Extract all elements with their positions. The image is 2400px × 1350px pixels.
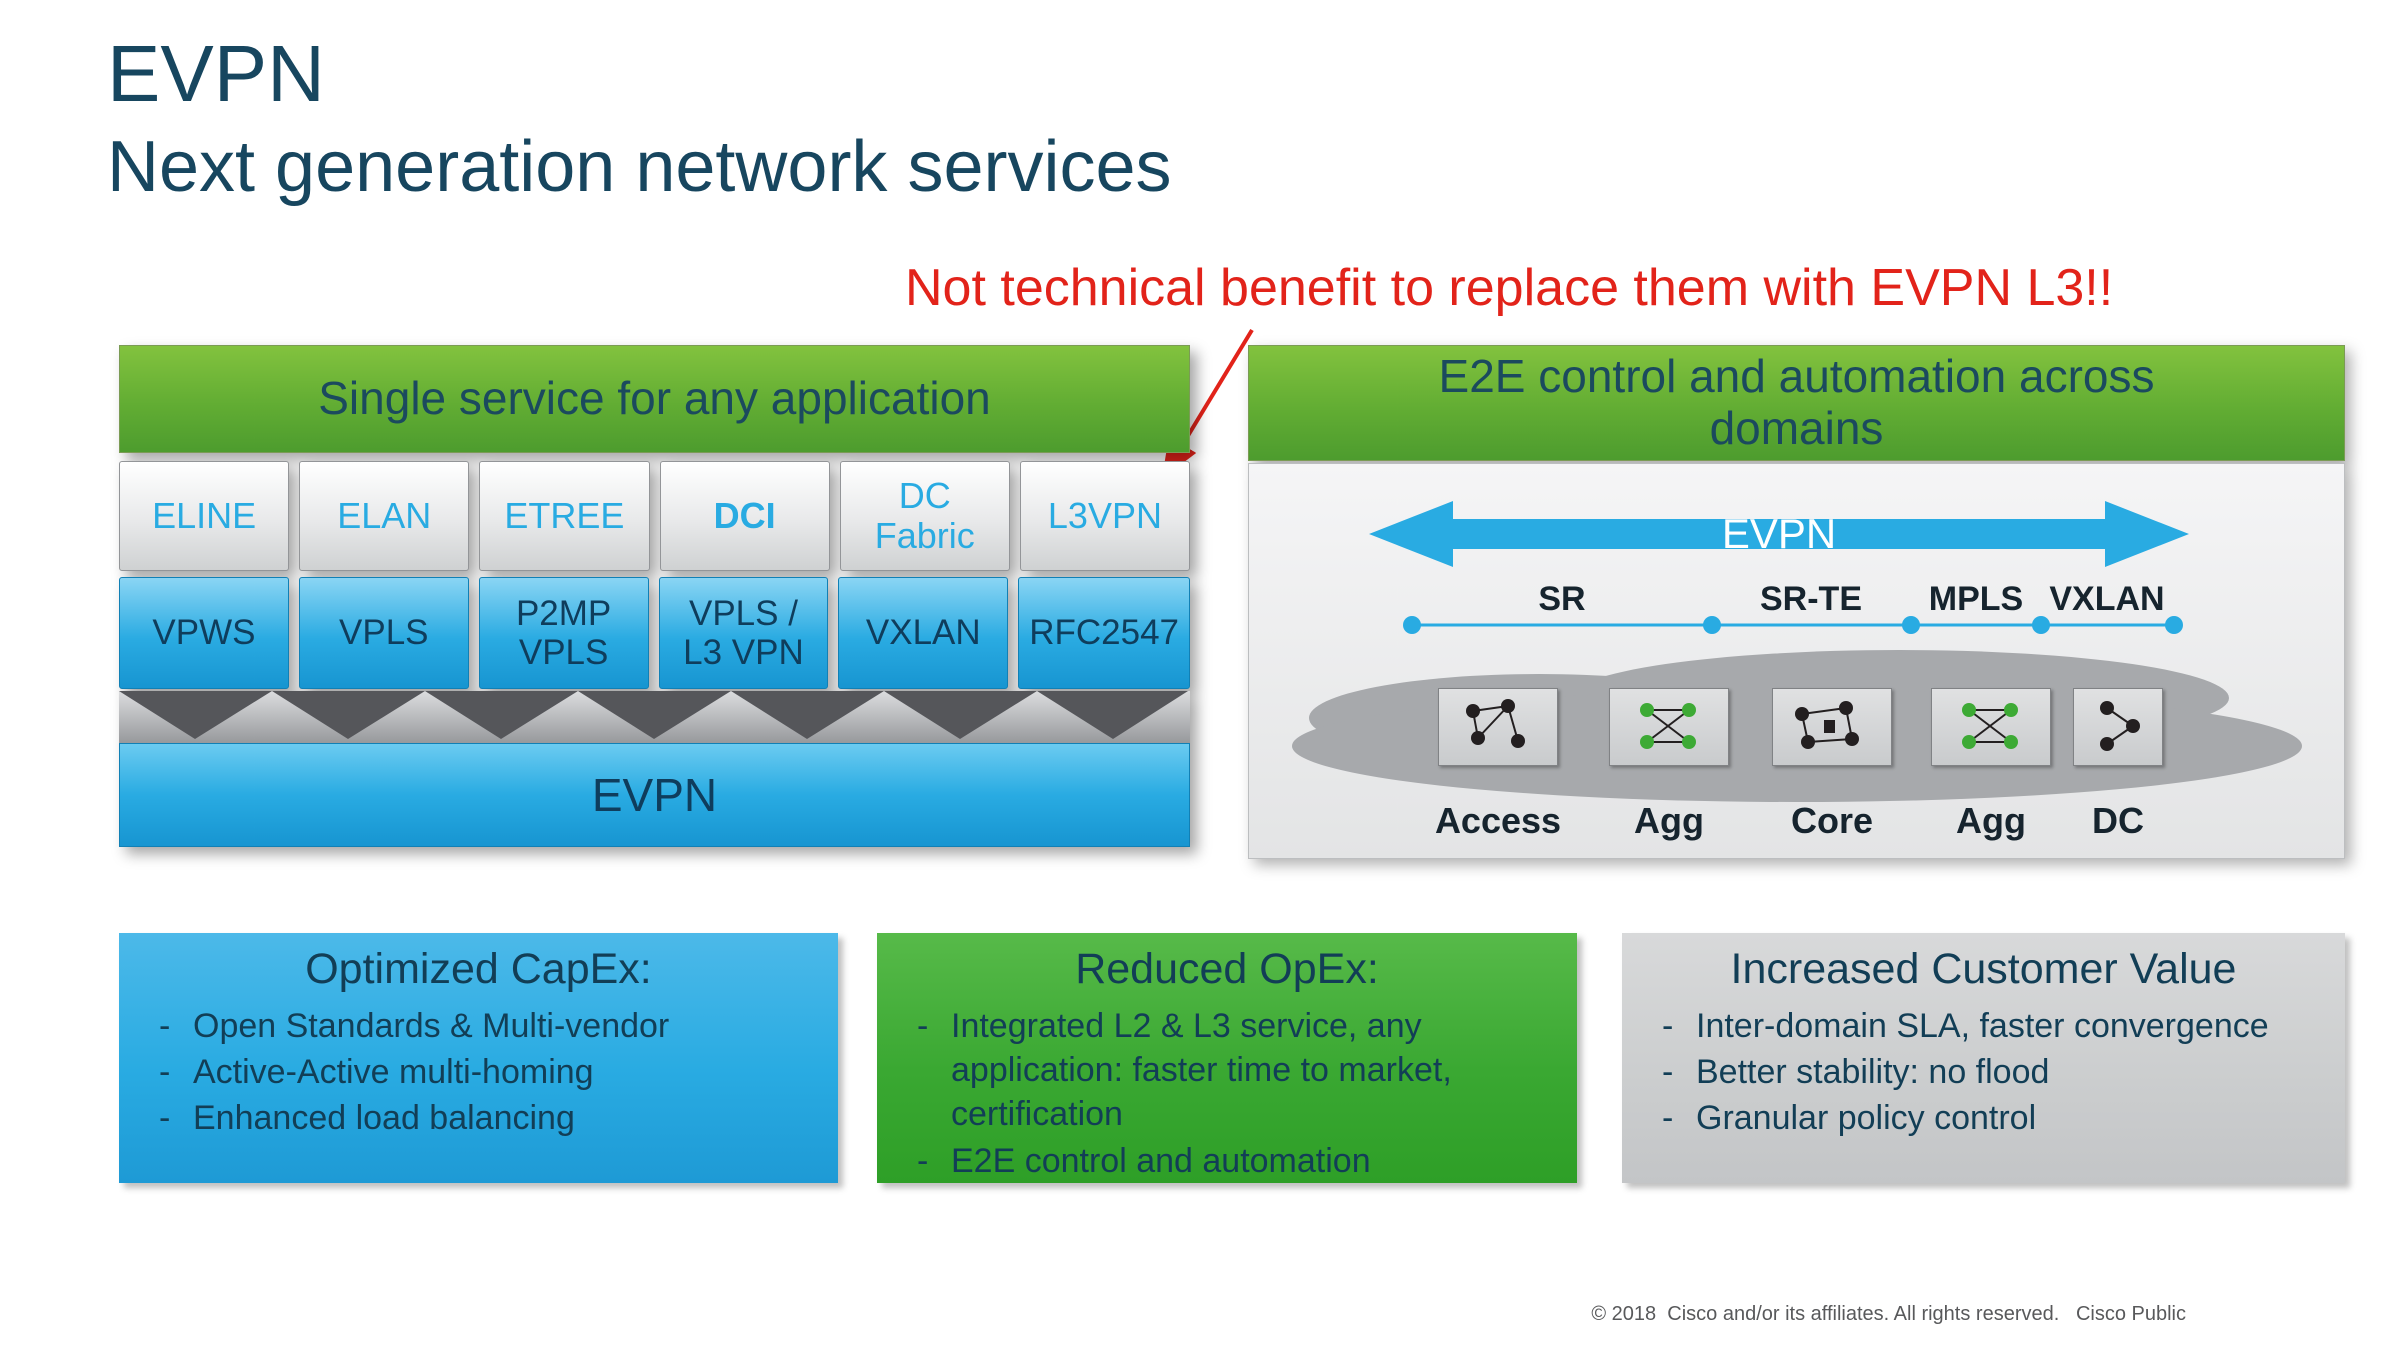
customer-value-bullets: Inter-domain SLA, faster convergence Bet… [1662,1004,2285,1141]
tech-box-rfc2547: RFC2547 [1018,577,1191,689]
bullet-dash [1662,1096,1696,1140]
agg-nodes-icon [1931,688,2051,766]
page-title: EVPN [107,29,325,118]
node-group-dc: DC [2053,688,2183,842]
bullet-dash [1662,1004,1696,1048]
footer-copyright: © 2018 Cisco and/or its affiliates. All … [1591,1303,2186,1325]
e2e-panel-body: EVPN SR SR-TE MPLS VXLAN [1248,463,2345,859]
node-group-agg2: Agg [1926,688,2056,842]
domain-label-agg1: Agg [1634,800,1704,841]
segments-line-icon [1403,616,2183,634]
evpn-span-arrow-icon: EVPN [1369,498,2189,570]
services-row: ELINE ELAN ETREE DCI DC Fabric L3VPN [119,461,1191,571]
domain-label-dc: DC [2092,800,2144,841]
bullet-dash [1662,1050,1696,1094]
domain-label-access: Access [1434,800,1562,841]
core-nodes-icon [1772,688,1892,766]
tech-box-vxlan: VXLAN [838,577,1009,689]
segment-label-sr: SR [1538,580,1586,618]
service-box-eline: ELINE [119,461,290,571]
e2e-panel: E2E control and automation across domain… [1248,345,2345,859]
segment-label-sr-te: SR-TE [1760,580,1862,618]
customer-value-box: Increased Customer Value Inter-domain SL… [1622,933,2345,1183]
capex-bullet: Open Standards & Multi-vendor [193,1007,670,1045]
node-group-core: Core [1767,688,1897,842]
service-box-dci: DCI [659,461,830,571]
customer-value-bullet: Inter-domain SLA, faster convergence [1696,1007,2269,1045]
customer-value-bullet: Granular policy control [1696,1099,2037,1138]
service-box-l3vpn: L3VPN [1019,461,1191,571]
segment-label-vxlan: VXLAN [2049,580,2165,618]
dc-nodes-icon [2073,688,2163,766]
zigzag-divider-icon [119,691,1190,743]
bullet-dash [917,1004,951,1137]
opex-box: Reduced OpEx: Integrated L2 & L3 service… [877,933,1577,1183]
opex-title: Reduced OpEx: [1075,945,1379,993]
opex-bullets: Integrated L2 & L3 service, any applicat… [917,1004,1517,1183]
tech-box-vpls: VPLS [298,577,469,689]
services-panel-header: Single service for any application [119,345,1190,453]
e2e-panel-header: E2E control and automation across domain… [1248,345,2345,461]
tech-box-vpws: VPWS [119,577,289,689]
page-subtitle: Next generation network services [107,127,1172,207]
tech-box-vpls-l3vpn: VPLS / L3 VPN [658,577,829,689]
capex-box: Optimized CapEx: Open Standards & Multi-… [119,933,838,1183]
service-box-elan: ELAN [299,461,470,571]
customer-value-bullet: Better stability: no flood [1696,1053,2050,1092]
agg-nodes-icon [1609,688,1729,766]
customer-value-title: Increased Customer Value [1730,945,2237,993]
bullet-dash [917,1139,951,1183]
access-nodes-icon [1438,688,1558,766]
capex-title: Optimized CapEx: [305,945,652,993]
opex-bullet: Integrated L2 & L3 service, any applicat… [951,1007,1452,1134]
services-panel: Single service for any application ELINE… [119,345,1191,847]
capex-bullet: Active-Active multi-homing [193,1053,594,1092]
bullet-dash [159,1004,193,1048]
technologies-row: VPWS VPLS P2MP VPLS VPLS / L3 VPN VXLAN … [119,577,1191,689]
evpn-arrow-label: EVPN [1721,510,1837,557]
capex-bullet: Enhanced load balancing [193,1099,575,1138]
node-group-agg1: Agg [1604,688,1734,842]
domain-label-agg2: Agg [1956,800,2026,841]
annotation-text: Not technical benefit to replace them wi… [905,259,2114,317]
node-group-access: Access [1433,688,1563,842]
evpn-base-bar: EVPN [119,743,1190,847]
bullet-dash [159,1050,193,1094]
capex-bullets: Open Standards & Multi-vendor Active-Act… [159,1004,778,1141]
segment-label-mpls: MPLS [1928,580,2024,618]
service-box-etree: ETREE [479,461,650,571]
service-box-dc-fabric: DC Fabric [839,461,1010,571]
domain-label-core: Core [1790,800,1874,841]
opex-bullet: E2E control and automation [951,1141,1371,1180]
tech-box-p2mp-vpls: P2MP VPLS [478,577,649,689]
bullet-dash [159,1096,193,1140]
